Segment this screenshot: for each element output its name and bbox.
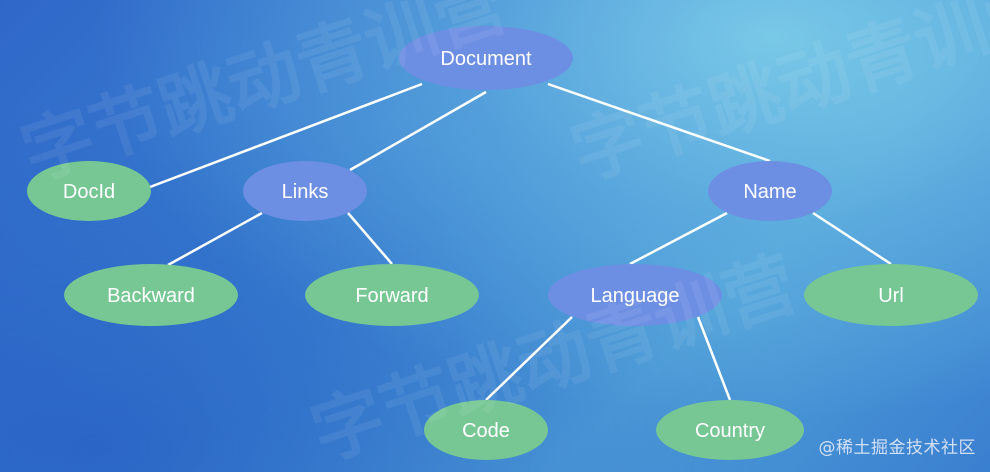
edge-name-url bbox=[812, 211, 892, 266]
node-backward: Backward bbox=[64, 264, 238, 326]
node-country-shape bbox=[656, 400, 804, 460]
node-forward-label: Forward bbox=[355, 285, 428, 307]
node-country: Country bbox=[656, 400, 804, 460]
edge-links-forward bbox=[347, 212, 393, 265]
edges-group bbox=[149, 82, 892, 401]
node-forward-shape bbox=[305, 264, 479, 326]
watermark-text: @稀土掘金技术社区 bbox=[818, 438, 976, 458]
node-code-label: Code bbox=[462, 420, 510, 442]
node-links-shape bbox=[243, 161, 367, 221]
node-url: Url bbox=[804, 264, 978, 326]
node-document-shape bbox=[399, 26, 573, 90]
node-language: Language bbox=[548, 264, 722, 326]
node-code: Code bbox=[424, 400, 548, 460]
node-country-label: Country bbox=[695, 420, 765, 442]
edge-language-country bbox=[696, 316, 732, 401]
node-url-label: Url bbox=[878, 285, 904, 307]
node-language-shape bbox=[548, 264, 722, 326]
node-language-label: Language bbox=[591, 285, 680, 307]
node-name-shape bbox=[708, 161, 832, 221]
node-document-label: Document bbox=[440, 48, 532, 70]
edge-links-backward bbox=[167, 211, 263, 267]
node-docid-shape bbox=[27, 161, 151, 221]
edge-document-links bbox=[349, 90, 487, 172]
node-document: Document bbox=[399, 26, 573, 90]
node-links: Links bbox=[243, 161, 367, 221]
node-code-shape bbox=[424, 400, 548, 460]
node-url-shape bbox=[804, 264, 978, 326]
node-links-label: Links bbox=[282, 181, 329, 203]
node-docid: DocId bbox=[27, 161, 151, 221]
edge-name-language bbox=[629, 211, 728, 266]
edge-document-docid bbox=[149, 82, 423, 189]
node-backward-label: Backward bbox=[107, 285, 195, 307]
node-forward: Forward bbox=[305, 264, 479, 326]
node-docid-label: DocId bbox=[63, 181, 115, 203]
node-backward-shape bbox=[64, 264, 238, 326]
edge-document-name bbox=[547, 82, 771, 163]
edge-language-code bbox=[485, 316, 573, 401]
node-name-label: Name bbox=[743, 181, 796, 203]
node-name: Name bbox=[708, 161, 832, 221]
